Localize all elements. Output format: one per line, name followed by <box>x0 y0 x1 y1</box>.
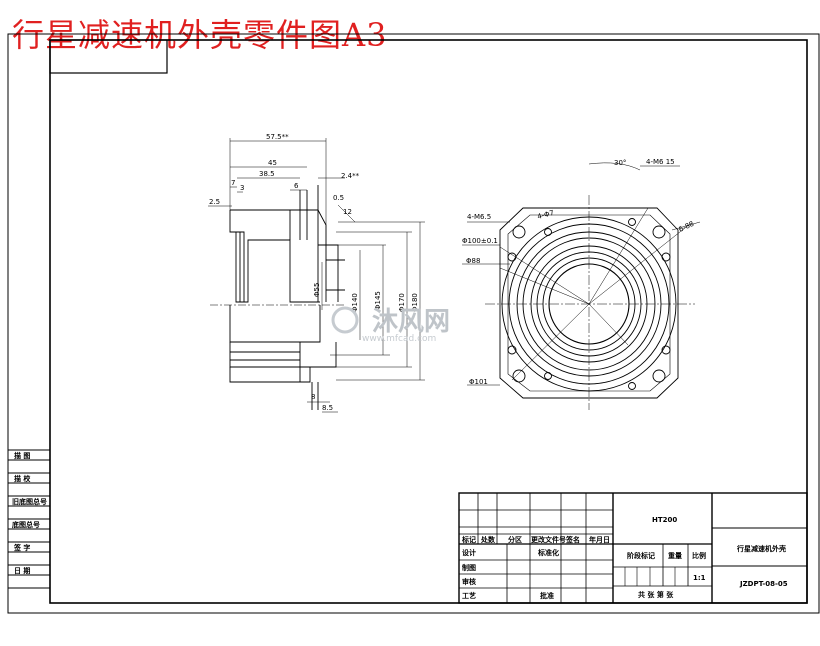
tb-header: 签名 <box>565 535 580 544</box>
dim-label: Φ100±0.1 <box>462 237 498 245</box>
tb-drawing-code: JZDPT-08-05 <box>739 580 788 588</box>
tb-header: 处数 <box>480 535 496 544</box>
dim-label: 4-M6.5 <box>467 213 491 221</box>
dim-label: Φ55 <box>313 283 321 297</box>
dim-label: Φ170 <box>398 293 406 312</box>
title-block <box>458 492 808 604</box>
tb-approve: 批准 <box>540 591 554 600</box>
dim-label: 8.5 <box>322 404 333 412</box>
dim-label: Φ88 <box>466 257 480 265</box>
dim-label: 30° <box>614 159 626 167</box>
tb-stage: 阶段标记 <box>627 551 655 560</box>
strip-label: 日 期 <box>14 566 30 575</box>
dim-label: Φ145 <box>374 291 382 310</box>
dim-label: 4-M6 15 <box>646 158 675 166</box>
strip-label: 描 校 <box>14 474 31 483</box>
tb-drawing-name: 行星减速机外壳 <box>736 544 786 553</box>
drawing-title: 行星减速机外壳零件图A3 <box>12 16 388 54</box>
tb-row-label: 设计 <box>462 548 476 557</box>
dim-label: 2.5 <box>209 198 220 206</box>
tb-material: HT200 <box>652 516 677 524</box>
section-view <box>208 138 425 413</box>
tb-std: 标准化 <box>537 548 559 557</box>
strip-label: 描 图 <box>14 451 30 460</box>
dim-label: 2.4** <box>341 172 360 180</box>
tb-row-label: 制图 <box>462 563 476 572</box>
watermark: 沐风网 www.mfcad.com <box>331 306 450 344</box>
tb-scale-label: 比例 <box>692 551 706 560</box>
tb-header: 标记 <box>461 535 476 544</box>
dim-label: 8 <box>311 393 315 401</box>
tb-row-label: 审核 <box>462 577 476 586</box>
dim-label: Φ101 <box>469 378 488 386</box>
dim-label: 3 <box>240 184 244 192</box>
watermark-url: www.mfcad.com <box>362 334 436 344</box>
inner-frame <box>49 39 808 604</box>
tb-scale-value: 1:1 <box>693 574 706 582</box>
dim-label: 4-Φ7 <box>536 209 554 221</box>
dim-label: 6 <box>294 182 299 190</box>
dim-label: Φ140 <box>351 293 359 312</box>
dim-label: 12 <box>343 208 352 216</box>
dim-label: 7 <box>231 179 235 187</box>
front-view <box>462 162 701 410</box>
outer-frame <box>7 33 820 614</box>
code-box <box>49 39 168 74</box>
dim-label: 38.5 <box>259 170 275 178</box>
dim-label: 45 <box>268 159 277 167</box>
dim-label: 57.5** <box>266 133 289 141</box>
tb-sheet: 共 张 第 张 <box>638 590 674 599</box>
watermark-brand: 沐风网 <box>372 307 450 337</box>
tb-header: 更改文件号 <box>531 535 566 544</box>
left-strip <box>8 449 50 589</box>
dim-label: 6-88 <box>677 220 695 234</box>
tb-weight: 重量 <box>668 551 682 560</box>
tb-row-label: 工艺 <box>462 591 476 600</box>
tb-header: 分区 <box>508 535 522 544</box>
dim-label: Φ180 <box>411 293 419 312</box>
dim-label: 0.5 <box>333 194 344 202</box>
strip-label: 旧底图总号 <box>12 497 47 506</box>
tb-header: 年月日 <box>589 535 610 544</box>
strip-label: 底图总号 <box>12 520 40 529</box>
strip-label: 签 字 <box>13 543 30 552</box>
